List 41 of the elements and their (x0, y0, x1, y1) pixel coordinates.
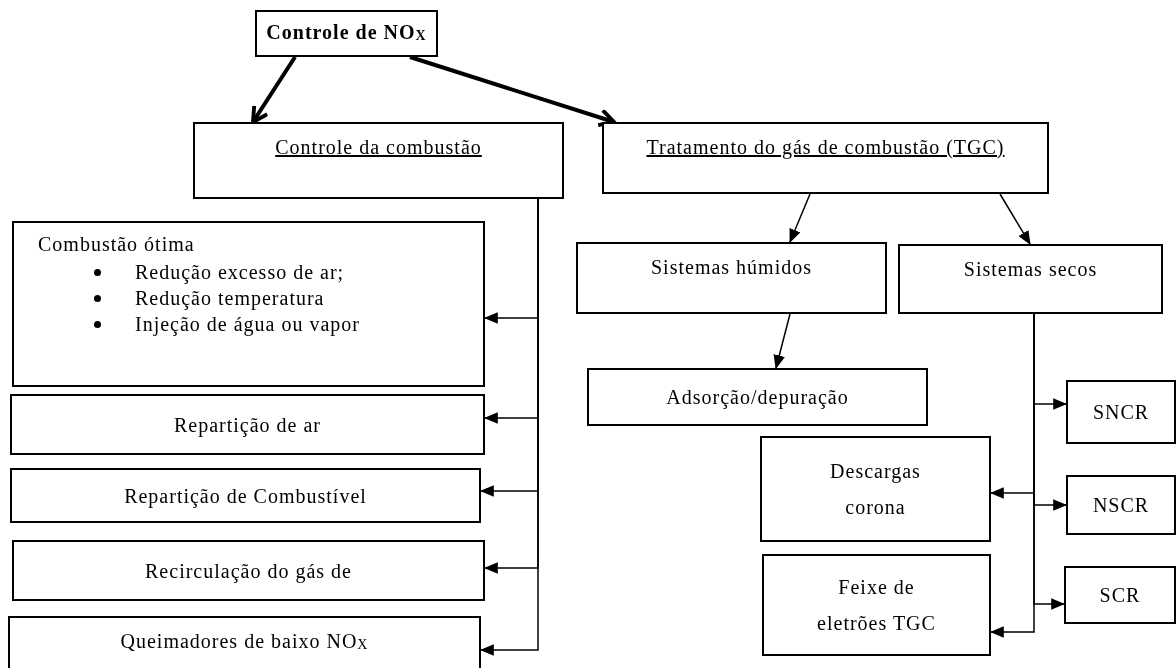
process-box (762, 554, 991, 656)
box-heading: Combustão ótima (38, 232, 195, 257)
process-box (602, 122, 1049, 194)
arrow (999, 193, 1031, 245)
arrow (773, 313, 791, 370)
box-label: SCR (1099, 583, 1141, 608)
bullet-item: Redução temperatura (135, 286, 325, 311)
process-box (576, 242, 887, 314)
process-box (12, 540, 485, 601)
process-box (10, 394, 485, 455)
box-label: Sistemas húmidos (651, 255, 812, 280)
arrow (1033, 313, 1066, 610)
box-label: Recirculação do gás de (145, 558, 352, 584)
box-label: Descargas corona (829, 459, 922, 520)
bullet-item: Injeção de água ou vapor (135, 312, 360, 337)
box-label: SNCR (1092, 400, 1150, 425)
process-box (8, 616, 481, 668)
box-label: Controle da combustão (275, 135, 482, 160)
process-box (12, 221, 485, 387)
process-box (898, 244, 1163, 314)
process-box (1064, 566, 1176, 624)
box-label: Tratamento do gás de combustão (TGC) (646, 135, 1005, 160)
process-box (1066, 380, 1176, 444)
arrow (789, 193, 811, 244)
box-label: Repartição de Combustível (124, 483, 367, 509)
arrow (251, 55, 297, 124)
process-box (193, 122, 564, 199)
bullet-item: Redução excesso de ar; (135, 260, 345, 285)
box-label: Controle de NO$_{X}$ (266, 19, 427, 45)
process-box (255, 10, 438, 57)
box-label: Feixe de eletrões TGC (816, 575, 937, 636)
box-label: Sistemas secos (963, 257, 1098, 282)
process-box (760, 436, 991, 542)
process-box (1066, 475, 1176, 535)
box-label: Adsorção/depuração (666, 385, 849, 410)
box-label: Queimadores de baixo NO$_{X}$ (120, 629, 369, 654)
box-label: NSCR (1092, 493, 1150, 518)
process-box (10, 468, 481, 523)
box-label: Repartição de ar (173, 412, 321, 438)
process-box (587, 368, 928, 426)
arrow (409, 55, 616, 127)
